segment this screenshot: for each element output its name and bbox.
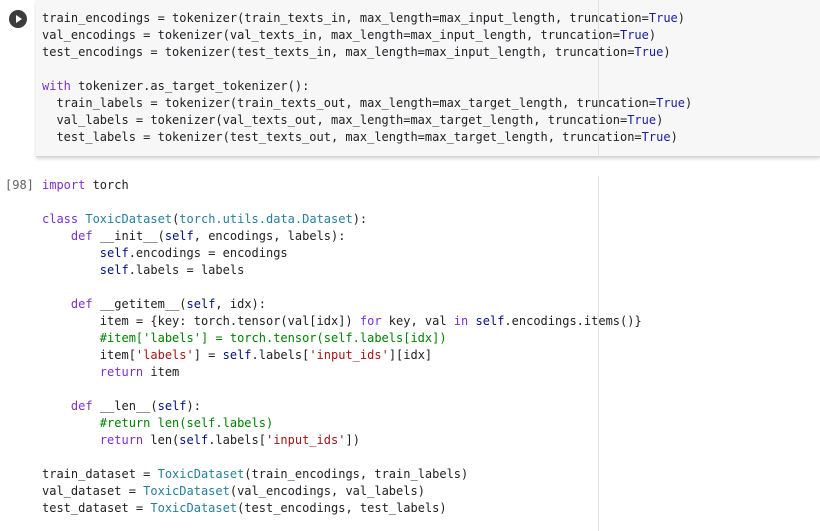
code-cell-tokenizer[interactable]: train_encodings = tokenizer(train_texts_… [0,0,820,157]
line-ruler [598,0,599,156]
code-editor[interactable] [36,0,820,157]
code-text[interactable]: import torch class ToxicDataset(torch.ut… [42,178,642,515]
cell-gutter [0,0,36,156]
code-cell-dataset[interactable]: [98] import torch class ToxicDataset(tor… [0,162,820,531]
line-ruler [598,176,599,531]
execution-count: [98] [5,178,34,192]
run-cell-button[interactable] [9,10,27,28]
play-icon [16,15,22,23]
code-text[interactable]: train_encodings = tokenizer(train_texts_… [42,11,693,144]
